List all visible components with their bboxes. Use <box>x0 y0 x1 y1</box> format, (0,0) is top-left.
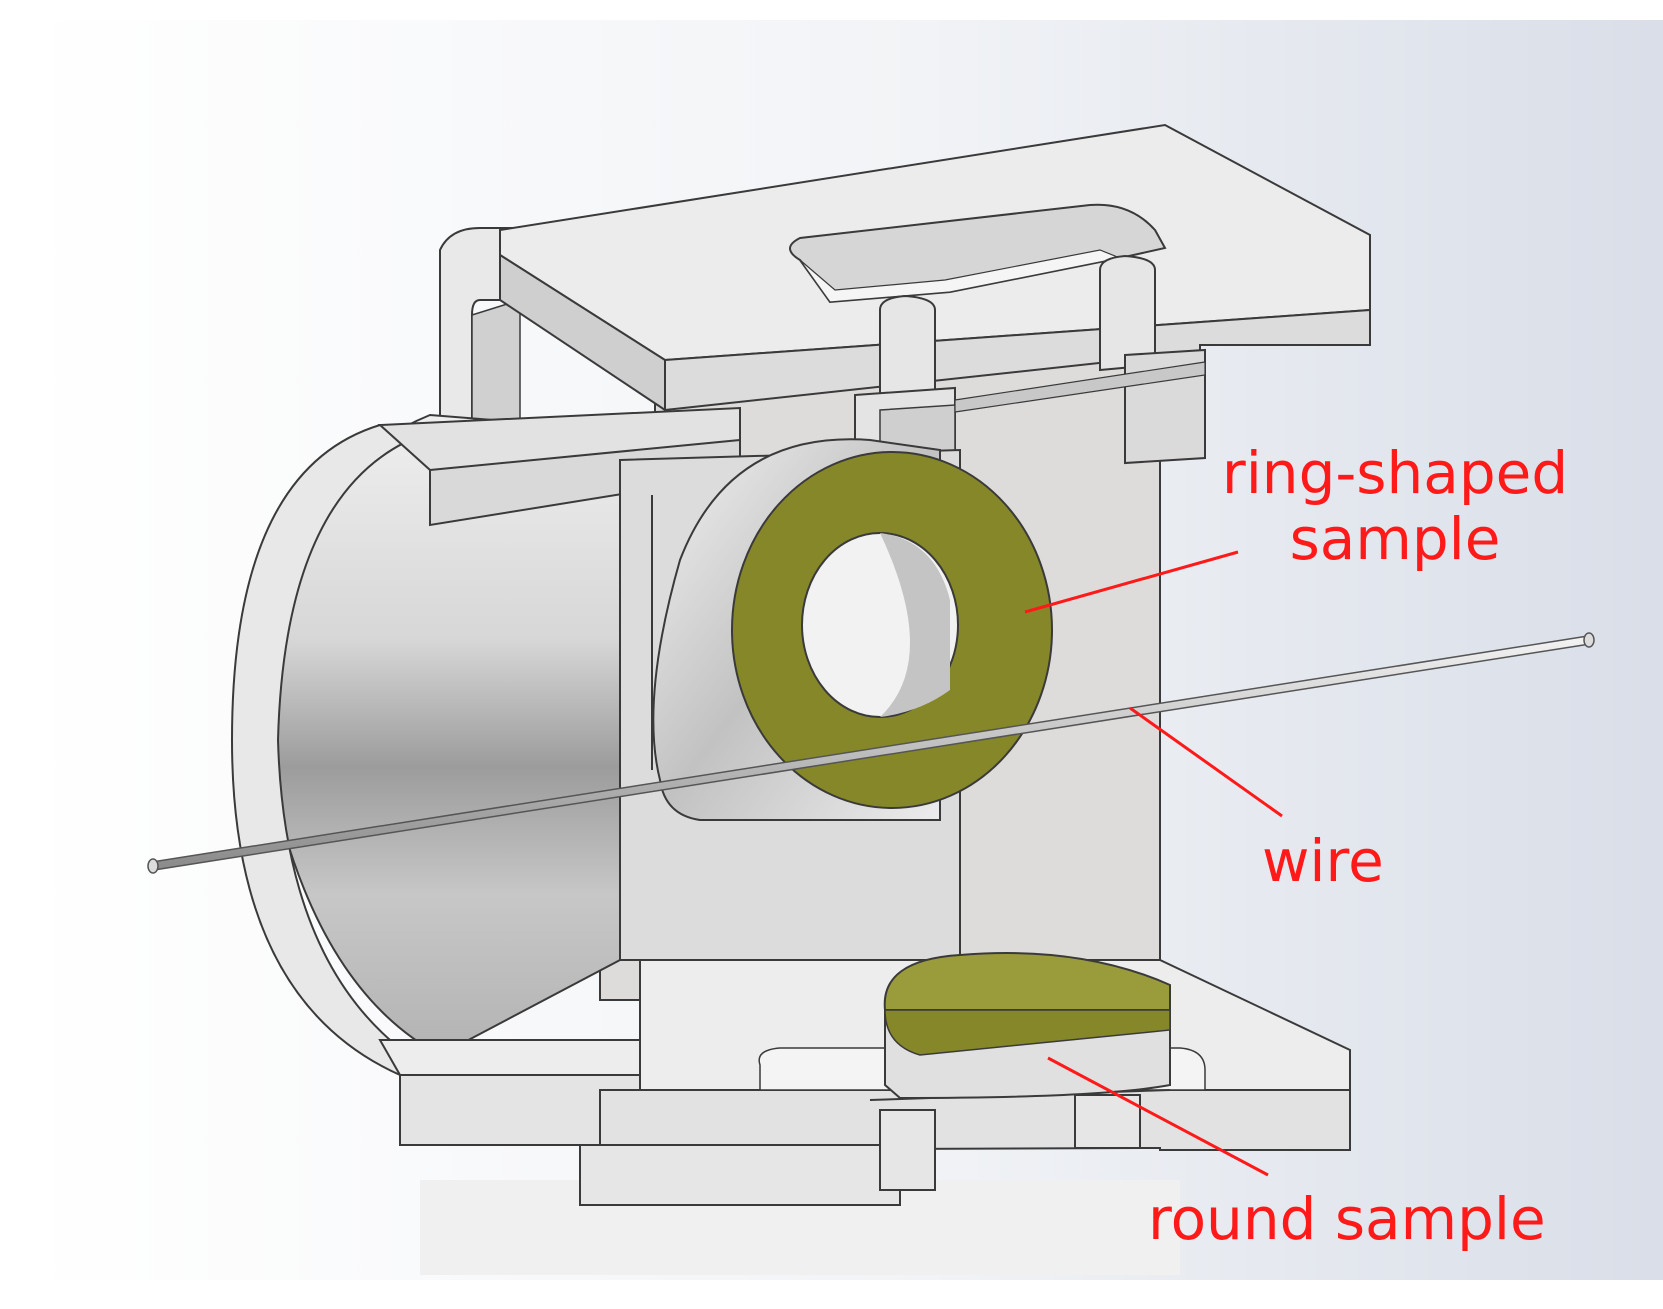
ring-label-line2: sample <box>1289 505 1501 573</box>
ring-label-line1: ring-shaped <box>1221 439 1569 507</box>
ring-hole-shadow <box>880 533 950 717</box>
wire-leader-line <box>1129 706 1283 818</box>
base-front <box>599 1089 1351 1152</box>
wire-label: wire <box>1262 827 1384 895</box>
cylinder-rim <box>230 423 441 1076</box>
left-upright-inner <box>471 298 521 421</box>
round-sample-top <box>883 952 1171 1011</box>
ring-leader-line <box>1024 550 1239 614</box>
round-leader-line <box>1047 1056 1269 1177</box>
bracket-slot-wall <box>799 249 1123 303</box>
top-bracket-side <box>499 253 666 412</box>
round-sample-label: round sample <box>1148 1185 1546 1253</box>
ring-shaped-sample-label: ring-shaped sample <box>1210 440 1580 572</box>
bracket-slot <box>789 203 1167 304</box>
top-clamp-right <box>1099 254 1156 372</box>
wire-end-right <box>1583 632 1595 648</box>
bottom-clamp-left <box>879 1109 936 1191</box>
base-under <box>579 1144 901 1206</box>
clamp-rail <box>954 361 1206 413</box>
round-sample-top-front <box>884 1009 1171 1056</box>
wire-end-left <box>147 858 159 874</box>
